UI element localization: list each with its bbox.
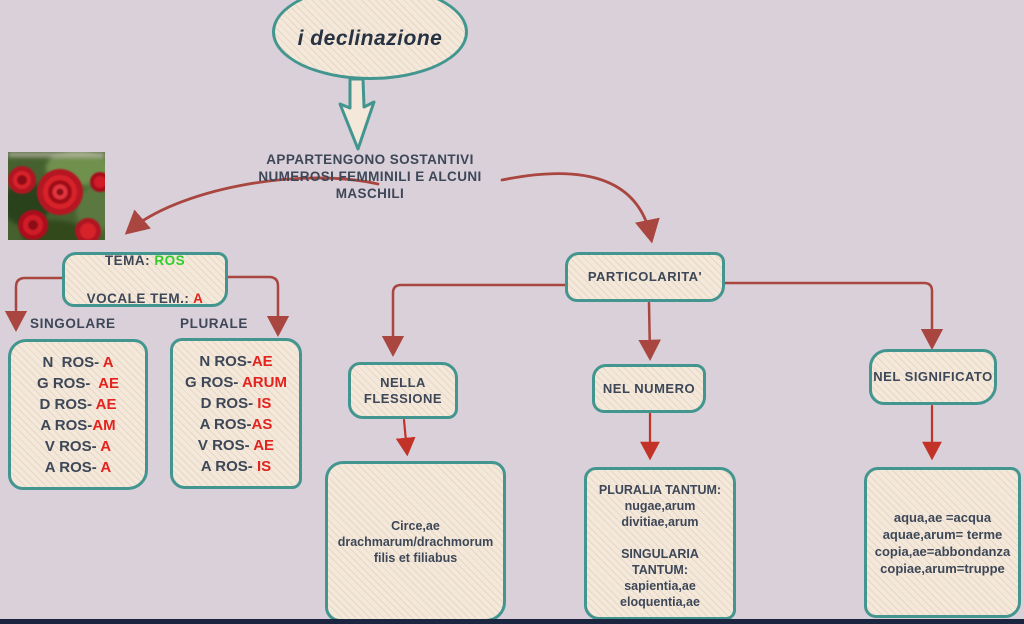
declension-row: G ROS- ARUM bbox=[185, 373, 287, 391]
vocale-value: A bbox=[193, 291, 204, 306]
particolarita-box: PARTICOLARITA' bbox=[565, 252, 725, 302]
declension-row: A ROS-AM bbox=[40, 416, 116, 434]
page-title: i declinazione bbox=[297, 27, 443, 50]
significato-detail-box: aqua,ae =acqua aquae,arum= terme copia,a… bbox=[864, 467, 1021, 618]
particolarita-label: PARTICOLARITA' bbox=[587, 269, 703, 284]
declension-row: V ROS- A bbox=[44, 437, 112, 455]
significato-detail-text: aqua,ae =acqua aquae,arum= terme copia,a… bbox=[874, 509, 1011, 576]
declension-row: V ROS- AE bbox=[197, 436, 275, 454]
branch-significato-box: NEL SIGNIFICATO bbox=[869, 349, 997, 405]
arrow-part-to-significato bbox=[723, 281, 944, 350]
declension-row: A ROS- A bbox=[44, 458, 112, 476]
singular-declension-box: N ROS- A G ROS- AE D ROS- AE A ROS-AM V … bbox=[8, 339, 148, 490]
down-block-arrow-icon bbox=[338, 78, 376, 151]
branch-flessione-label: NELLA FLESSIONE bbox=[363, 374, 443, 406]
branch-flessione-box: NELLA FLESSIONE bbox=[348, 362, 458, 419]
arrow-part-to-numero bbox=[638, 301, 661, 361]
tema-value: ROS bbox=[154, 253, 186, 268]
arrow-flessione-to-detail bbox=[395, 418, 416, 457]
declension-row: D ROS- AE bbox=[39, 395, 117, 413]
flessione-detail-text: Circe,ae drachmarum/drachmorum filis et … bbox=[337, 518, 494, 565]
declension-row: A ROS- IS bbox=[200, 457, 272, 475]
tema-box: TEMA: ROS VOCALE TEM.: A bbox=[62, 252, 228, 307]
rose-photo bbox=[8, 152, 105, 240]
label-singolare: SINGOLARE bbox=[30, 316, 116, 331]
plural-declension-box: N ROS-AE G ROS- ARUM D ROS- IS A ROS-AS … bbox=[170, 338, 302, 489]
branch-numero-label: NEL NUMERO bbox=[602, 380, 696, 396]
flessione-detail-box: Circe,ae drachmarum/drachmorum filis et … bbox=[325, 461, 506, 622]
arrow-intro-to-particolarita bbox=[500, 172, 660, 244]
declension-row: A ROS-AS bbox=[199, 415, 273, 433]
title-ellipse: i declinazione bbox=[272, 0, 468, 80]
declension-row: G ROS- AE bbox=[37, 374, 119, 392]
numero-detail-box: PLURALIA TANTUM: nugae,arum divitiae,aru… bbox=[584, 467, 736, 620]
label-plurale: PLURALE bbox=[180, 316, 248, 331]
bottom-edge-bar bbox=[0, 619, 1024, 624]
branch-significato-label: NEL SIGNIFICATO bbox=[873, 369, 993, 384]
declension-row: N ROS- A bbox=[42, 353, 114, 371]
vocale-label: VOCALE TEM.: bbox=[86, 291, 194, 306]
arrow-part-to-flessione bbox=[381, 283, 567, 357]
declension-row: D ROS- IS bbox=[200, 394, 272, 412]
intro-statement: APPARTENGONO SOSTANTIVI NUMEROSI FEMMINI… bbox=[258, 152, 482, 201]
tema-line2: VOCALE TEM.: A bbox=[87, 289, 204, 308]
tema-line1: TEMA: ROS bbox=[87, 251, 204, 270]
numero-detail-text: PLURALIA TANTUM: nugae,arum divitiae,aru… bbox=[598, 483, 722, 609]
branch-numero-box: NEL NUMERO bbox=[592, 364, 706, 413]
declension-row: N ROS-AE bbox=[199, 352, 273, 370]
tema-label: TEMA: bbox=[104, 253, 155, 268]
